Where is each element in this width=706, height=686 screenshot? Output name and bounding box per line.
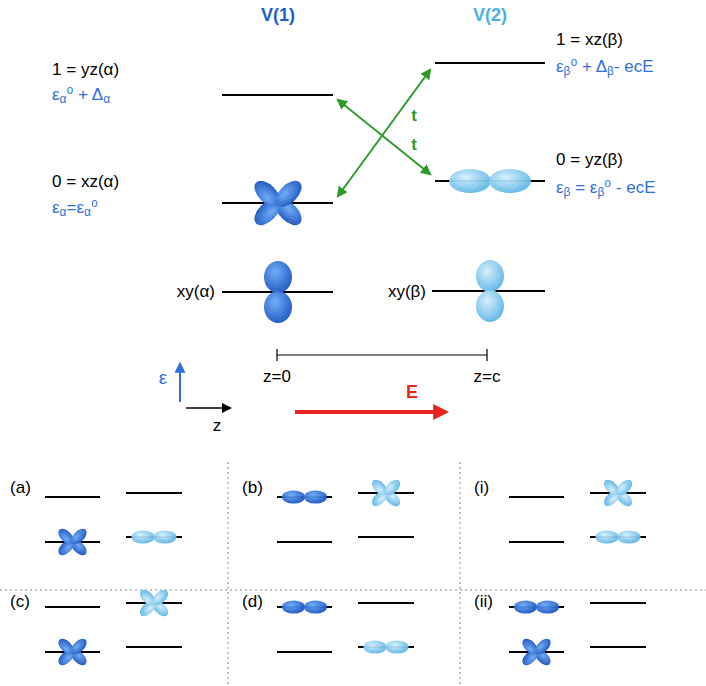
distance-bar (277, 354, 487, 355)
orbital-label: 0 = yz(β) (556, 151, 623, 170)
energy-level (509, 496, 564, 498)
energy-level (45, 606, 100, 608)
dumbbell-orbital (514, 600, 559, 613)
distance-tick (276, 349, 277, 361)
orbital-lobe (264, 261, 292, 293)
site-label: V(2) (473, 6, 507, 26)
orbital-lobe (489, 169, 531, 193)
orbital-lobe (614, 477, 635, 498)
dumbbell-orbital (476, 260, 504, 322)
clover-orbital (250, 176, 307, 230)
orbital-lobe (131, 530, 154, 543)
position-label: z=c (474, 368, 501, 387)
position-label: z=0 (263, 368, 291, 387)
panel-label: (b) (242, 479, 263, 498)
energy-level (358, 602, 414, 604)
orbital-lobe (271, 176, 306, 211)
dumbbell-orbital (131, 530, 176, 543)
orbital-lobe (382, 477, 403, 498)
drawing (0, 63, 706, 686)
orbital-lobe (476, 290, 504, 322)
orbital-lobe (150, 587, 171, 608)
panel-label: (c) (10, 593, 30, 612)
energy-level (126, 492, 182, 494)
panel-divider (0, 590, 706, 591)
dumbbell-orbital (282, 490, 327, 503)
orbital-label: 1 = xz(β) (556, 31, 623, 50)
orbital-lobe (264, 291, 292, 323)
orbital-lobe (363, 640, 386, 653)
orbital-lobe (282, 490, 305, 503)
panel-label: (i) (474, 479, 489, 498)
orbital-label: 1 = yz(α) (52, 61, 119, 80)
field-label: E (406, 383, 418, 403)
energy-level (126, 646, 182, 648)
panel-divider (228, 462, 229, 686)
panel-label: (ii) (474, 593, 493, 612)
energy-level (277, 651, 332, 653)
energy-level (509, 541, 564, 543)
energy-label: εα=εα⁰ (52, 199, 98, 219)
orbital-lobe (68, 526, 89, 547)
orbital-label: xy(α) (177, 283, 215, 302)
orbital-lobe (617, 530, 640, 543)
orbital-lobe (536, 600, 559, 613)
panel-divider (460, 462, 461, 686)
hopping-arrow (338, 70, 430, 196)
panel-label: (a) (10, 479, 31, 498)
orbital-lobe (68, 636, 89, 657)
axis-label: z (213, 417, 222, 436)
axis-label: ε (159, 368, 167, 389)
z-axis (186, 407, 230, 409)
energy-level (45, 496, 100, 498)
dumbbell-orbital (595, 530, 640, 543)
dumbbell-orbital (363, 640, 408, 653)
orbital-lobe (153, 530, 176, 543)
orbital-lobe (595, 530, 618, 543)
orbital-lobe (304, 490, 327, 503)
clover-orbital (137, 587, 171, 619)
orbital-lobe (304, 600, 327, 613)
orbital-lobe (514, 600, 537, 613)
energy-level (222, 94, 333, 96)
energy-axis (179, 364, 181, 402)
orbital-label: xy(β) (388, 283, 426, 302)
dumbbell-orbital (282, 600, 327, 613)
orbital-label: 0 = xz(α) (52, 173, 119, 192)
dumbbell-orbital (449, 169, 531, 193)
panel-label: (d) (242, 593, 263, 612)
energy-label: εβ = εβ⁰ - ecE (556, 179, 656, 199)
clover-orbital (369, 477, 403, 509)
clover-orbital (520, 636, 554, 668)
energy-level (435, 62, 545, 64)
energy-level (277, 541, 332, 543)
orbital-lobe (385, 640, 408, 653)
hopping-arrow (338, 100, 430, 174)
clover-orbital (601, 477, 635, 509)
orbital-lobe (476, 260, 504, 292)
field-arrow (295, 410, 446, 414)
clover-orbital (56, 636, 90, 668)
clover-orbital (56, 526, 90, 558)
hopping-label: t (411, 107, 417, 126)
site-label: V(1) (261, 6, 295, 26)
hopping-label: t (411, 136, 417, 155)
distance-tick (486, 349, 487, 361)
orbital-lobe (282, 600, 305, 613)
orbital-lobe (449, 169, 491, 193)
dumbbell-orbital (264, 261, 292, 323)
energy-label: εα⁰ + Δα (52, 86, 110, 106)
energy-level (590, 602, 646, 604)
energy-level (590, 646, 646, 648)
orbital-lobe (532, 636, 553, 657)
energy-level (358, 536, 414, 538)
energy-label: εβ⁰ + Δβ- ecE (556, 58, 654, 78)
